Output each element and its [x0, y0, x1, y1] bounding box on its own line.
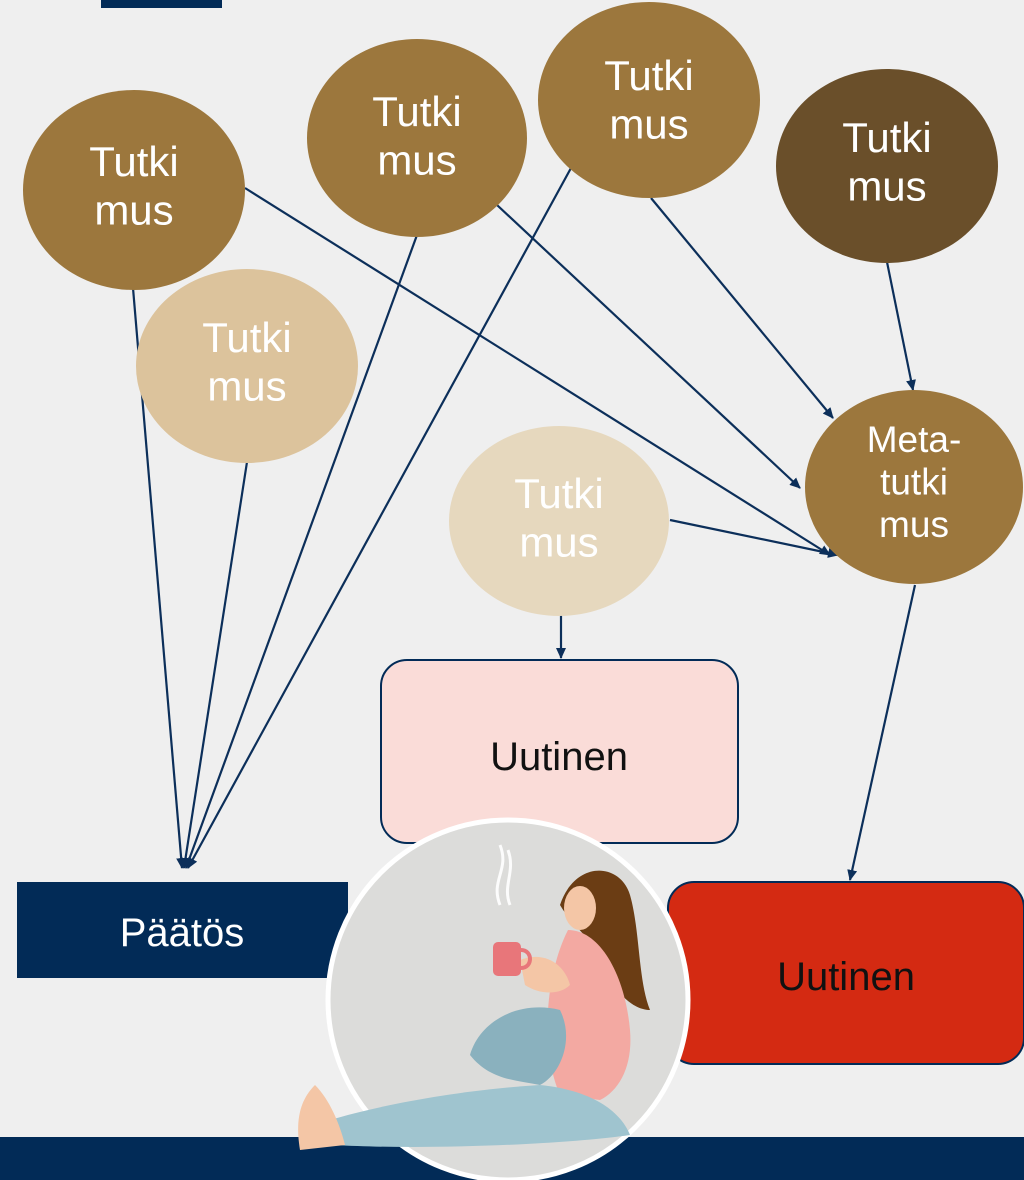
foot: [298, 1085, 345, 1150]
study-node-6-label-line-2: mus: [519, 518, 598, 565]
decision-box: Päätös: [17, 882, 348, 978]
face: [564, 886, 596, 930]
extended-leg: [330, 1085, 630, 1147]
study-node-5-label-line-2: mus: [847, 162, 926, 209]
study-node-6-label-line-1: Tutki: [514, 470, 603, 517]
news-box-1-label: Uutinen: [490, 735, 628, 779]
study-node-2-label-line-1: Tutki: [202, 314, 291, 361]
woman-drinking-coffee-illustration: [298, 817, 691, 1180]
study-node-4-label-line-1: Tutki: [604, 52, 693, 99]
news-box-1-label-line-1: Uutinen: [490, 735, 628, 779]
header-block: [101, 0, 222, 8]
study-node-2-label-line-2: mus: [207, 362, 286, 409]
arrow-study1-to-meta: [244, 187, 831, 556]
meta-study-node-label-line-3: mus: [879, 504, 949, 545]
arrow-study2-to-decision: [180, 461, 249, 869]
study-node-1-label-line-2: mus: [94, 186, 173, 233]
news-box-2-label-line-1: Uutinen: [777, 955, 915, 999]
news-box-1: Uutinen: [380, 659, 739, 844]
study-node-5-label-line-1: Tutki: [842, 114, 931, 161]
coffee-mug-icon: [493, 942, 521, 976]
study-node-3-label-line-1: Tutki: [372, 88, 461, 135]
arrow-study4-to-decision: [187, 167, 572, 869]
arrow-study4-to-meta: [650, 197, 834, 419]
study-node-4-label-line-2: mus: [609, 100, 688, 147]
meta-study-node-label-line-1: Meta-: [867, 419, 962, 460]
arrow-meta-to-news2: [847, 584, 917, 881]
raised-leg: [470, 1007, 567, 1085]
news-box-2: Uutinen: [667, 881, 1024, 1065]
study-node-1-label-line-1: Tutki: [89, 138, 178, 185]
arrows: [131, 167, 917, 881]
arrow-study6-to-meta: [669, 518, 839, 558]
decision-box-label-line-1: Päätös: [120, 911, 245, 955]
torso: [547, 930, 631, 1100]
steam-icon: [495, 844, 513, 906]
arrow-study3-to-decision: [184, 234, 419, 869]
arrow-study5-to-meta: [885, 261, 916, 391]
news-box-2-label: Uutinen: [777, 955, 915, 999]
arrow-study3-to-meta: [496, 204, 801, 489]
decision-box-label: Päätös: [120, 911, 245, 955]
meta-study-node-label-line-2: tutki: [880, 462, 948, 503]
arm: [520, 956, 570, 993]
study-node-3-label-line-2: mus: [377, 136, 456, 183]
